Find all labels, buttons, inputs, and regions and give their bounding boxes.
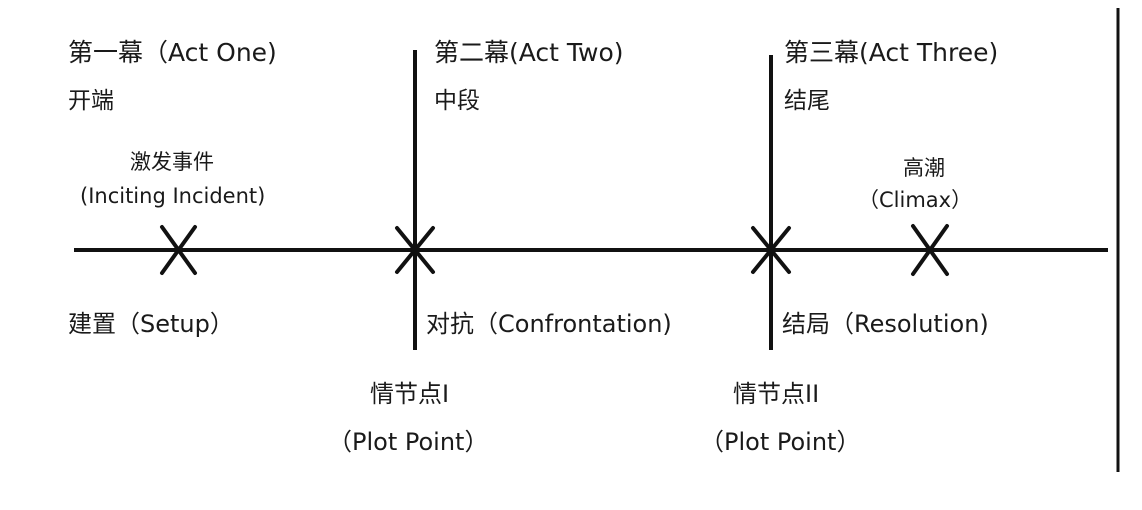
confrontation-label: 对抗（Confrontation) — [426, 310, 672, 338]
plot-point-1-label-zh: 情节点I — [370, 380, 450, 408]
inciting-incident-marker — [160, 225, 197, 275]
act-one-title: 第一幕（Act One) — [68, 38, 277, 67]
inciting-incident-label-zh: 激发事件 — [130, 150, 214, 174]
inciting-incident-label-en: (Inciting Incident) — [80, 184, 266, 208]
act-three-title: 第三幕(Act Three) — [784, 38, 999, 67]
act-one-subtitle: 开端 — [68, 88, 114, 114]
plot-point-2-marker — [751, 226, 791, 274]
climax-label-zh: 高潮 — [903, 156, 945, 180]
act-two-subtitle: 中段 — [434, 88, 480, 114]
resolution-label: 结局（Resolution) — [782, 310, 989, 338]
plot-point-2-label-zh: 情节点II — [733, 380, 820, 408]
act-two-title: 第二幕(Act Two) — [434, 38, 624, 67]
plot-point-1-marker — [395, 226, 435, 274]
plot-point-1-label-en: （Plot Point） — [328, 428, 489, 456]
act-three-subtitle: 结尾 — [784, 88, 830, 114]
climax-marker — [911, 224, 949, 276]
climax-label-en: （Climax） — [858, 188, 973, 212]
plot-point-2-label-en: （Plot Point） — [700, 428, 861, 456]
setup-label: 建置（Setup） — [68, 310, 234, 338]
